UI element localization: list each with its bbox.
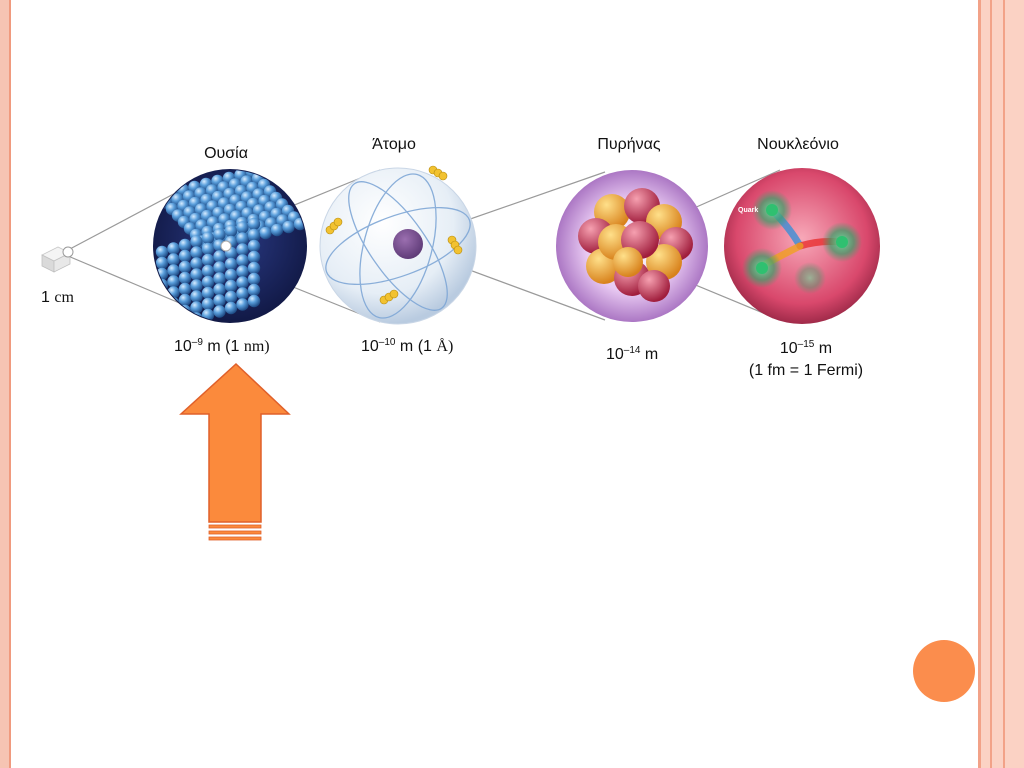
right-border-line [978,0,981,768]
arrow-up-icon [179,362,291,541]
lattice-atom [247,272,261,286]
lattice-atom [236,276,249,289]
quark-label: Quark [738,207,758,214]
right-border-line [990,0,992,768]
lattice-atom [201,242,215,256]
lattice-atom [213,250,226,263]
lattice-atom [178,315,192,322]
nucleon-title: Νουκλεόνιο [757,136,839,153]
lattice-atom [155,256,169,270]
lattice-atom [156,323,168,335]
lattice-atom [213,228,226,241]
lattice-atom [282,220,295,234]
lattice-atom [247,250,261,264]
cube-scale-label: 1 cm [41,289,74,306]
lattice-atom [167,275,180,288]
lattice-atom [236,298,249,311]
lattice-atom [155,300,169,314]
lattice-atom [247,217,261,231]
lattice-atom [190,257,203,270]
cube-icon [41,246,74,273]
matter-title: Ουσία [204,145,248,162]
lattice-atom [167,264,180,277]
lattice-atom [236,221,249,234]
lattice-atom [167,319,180,322]
lattice-atom [201,286,215,300]
right-border-line [1003,0,1005,768]
lattice-atom [247,228,261,242]
lattice-atom [247,261,261,275]
lattice-atom [224,257,238,271]
atom-title: Άτομο [372,136,416,153]
nucleus-scale-label: 10–14 m [606,345,659,364]
lattice-atom [178,260,192,274]
lattice-atom [247,239,261,253]
lattice-atom [178,238,192,252]
lattice-atom [224,301,238,315]
lattice-atom [178,271,192,285]
nucleus-title: Πυρήνας [597,136,661,153]
lattice-atom [190,301,203,314]
lattice-atom [213,305,226,318]
lattice-atom [167,253,180,266]
lattice-atom [236,243,249,256]
lattice-atom [154,189,167,203]
lattice-atom [213,272,226,285]
lattice-atom [224,279,238,293]
nucleon-sphere: Quark [724,168,880,324]
lattice-atom [201,231,215,245]
lattice-atom [236,232,249,245]
matter-sphere [153,169,307,335]
lattice-atom [259,226,272,240]
lattice-atom [190,235,203,248]
lattice-atom [155,245,169,259]
atom-scale-label: 10–10 m (1 Å) [361,337,454,356]
lattice-atom [201,297,215,311]
lattice-atom [201,264,215,278]
right-border [978,0,1024,768]
lattice-atom [167,242,180,255]
lattice-atom [236,254,249,267]
lattice-atom [236,265,249,278]
lattice-atom [178,293,192,307]
lattice-atom [190,290,203,303]
lattice-atom [190,279,203,292]
lattice-atom [167,308,180,321]
lattice-atom [190,246,203,259]
atom-sphere [319,165,477,325]
lattice-atom [178,282,192,296]
matter-scale-label: 10–9 m (1 nm) [174,337,270,356]
left-border [0,0,9,768]
lattice-atom [224,268,238,282]
lattice-atom [236,287,249,300]
lattice-atom [213,283,226,296]
nucleus-sphere [556,170,708,322]
left-border-line [9,0,11,768]
lattice-atom [247,294,261,308]
lattice-atom [201,275,215,289]
nucleon-scale-label: 10–15 m (1 fm = 1 Fermi) [749,338,863,382]
lattice-atom [224,290,238,304]
lattice-atom [213,294,226,307]
decorative-circle [913,640,975,702]
lattice-atom [224,224,238,238]
lattice-atom [155,311,169,322]
lattice-atom [247,283,261,297]
fermi-note: (1 fm = 1 Fermi) [748,362,864,379]
lattice-atom [178,249,192,263]
lattice-atom [213,261,226,274]
lattice-atom [201,253,215,267]
lattice-atom [190,312,203,322]
lattice-atom [270,223,284,237]
lattice-atom [190,268,203,281]
